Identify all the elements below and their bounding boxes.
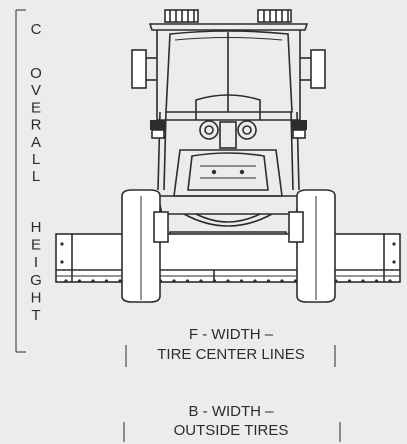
- beacon-right: [257, 9, 292, 23]
- cab-roof: [148, 23, 309, 31]
- cab-windshield: [165, 30, 293, 113]
- blade-bolt: [347, 279, 352, 283]
- blade-end-bolt: [392, 260, 396, 264]
- width-f-line2: TIRE CENTER LINES: [157, 346, 305, 363]
- mirror-left: [131, 49, 147, 89]
- blade-bolt: [199, 279, 203, 283]
- height-letter: H: [31, 289, 42, 306]
- blade-bolt: [388, 279, 392, 283]
- height-letter: A: [31, 134, 41, 151]
- moldboard-blade: [55, 233, 401, 283]
- blade-bolt: [104, 279, 109, 283]
- width-b-dimension: B - WIDTH – OUTSIDE TIRES: [123, 403, 341, 442]
- height-letter: E: [31, 237, 41, 254]
- width-f-line1: F - WIDTH –: [189, 326, 274, 343]
- pivot-right: [237, 120, 257, 140]
- blade-bolt: [239, 279, 244, 283]
- height-letter: O: [30, 65, 42, 82]
- blade-bolt: [77, 279, 82, 283]
- height-letter: V: [31, 82, 41, 99]
- hub-right: [288, 211, 304, 243]
- blade-bolt: [212, 279, 217, 283]
- blade-bolt: [253, 279, 257, 283]
- blade-bolt: [374, 279, 379, 283]
- height-letter: L: [32, 151, 40, 168]
- front-tires: [121, 189, 336, 303]
- front-frame-top: [195, 94, 261, 120]
- blade-bolt: [64, 279, 68, 283]
- blade-end-bolt: [60, 260, 64, 264]
- hub-left: [153, 211, 169, 243]
- width-f-dimension: F - WIDTH – TIRE CENTER LINES: [125, 326, 336, 367]
- blade-end-bolt: [60, 242, 64, 246]
- height-letter: I: [34, 254, 38, 271]
- blade-end-bolt: [392, 242, 396, 246]
- height-letter: L: [32, 168, 40, 185]
- blade-bolt: [226, 279, 230, 283]
- grader-illustration: [55, 9, 401, 303]
- width-b-line2: OUTSIDE TIRES: [174, 422, 289, 439]
- blade-bolt: [280, 279, 284, 283]
- width-b-line1: B - WIDTH –: [189, 403, 275, 420]
- height-letter: E: [31, 99, 41, 116]
- cab-frame: [156, 30, 301, 121]
- blade-bolt: [266, 279, 271, 283]
- height-letter-c: C: [31, 21, 42, 38]
- front-axle: [157, 195, 301, 215]
- lift-cylinders: [150, 111, 307, 191]
- height-letter: G: [30, 272, 42, 289]
- height-letter: H: [31, 219, 42, 236]
- blade-bolt: [361, 279, 365, 283]
- blade-bolt: [185, 279, 190, 283]
- height-letter: R: [31, 117, 42, 134]
- center-post: [219, 121, 237, 149]
- blade-bolt: [91, 279, 95, 283]
- height-letter: T: [31, 307, 40, 324]
- blade-bolt: [172, 279, 176, 283]
- blade-bolt: [118, 279, 122, 283]
- pivot-left: [199, 120, 219, 140]
- mirror-right: [310, 49, 326, 89]
